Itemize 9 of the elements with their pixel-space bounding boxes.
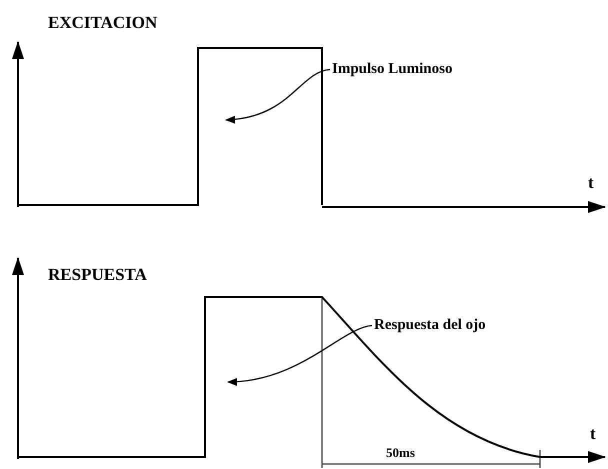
heading: RESPUESTA [48, 266, 147, 283]
dimension-label: 50ms [386, 446, 415, 459]
callout-text: Impulso Luminoso [332, 62, 452, 77]
leader-line [227, 324, 372, 386]
axis-label: t [588, 174, 594, 191]
callout-text: Respuesta del ojo [374, 318, 486, 333]
axis-label: t [590, 425, 596, 442]
heading: EXCITACION [48, 14, 158, 31]
leader-line [225, 68, 330, 124]
